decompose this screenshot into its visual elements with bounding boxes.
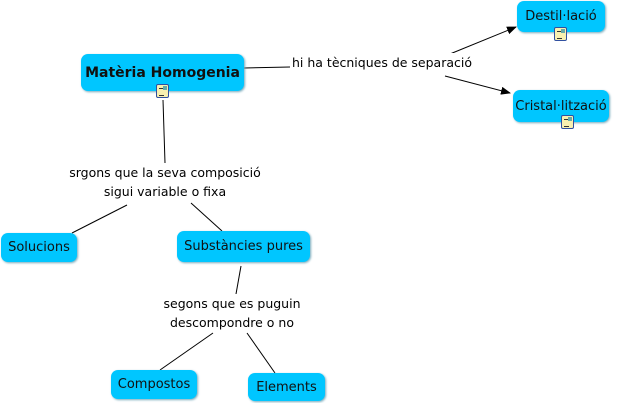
concept-label: Cristal·lització	[515, 98, 607, 114]
concept-substancies-pures[interactable]: Substàncies pures	[177, 231, 310, 262]
line	[246, 332, 276, 374]
document-icon[interactable]	[156, 84, 169, 98]
line	[162, 99, 166, 164]
line	[71, 204, 128, 234]
line	[190, 202, 223, 232]
link-text: srgons que la seva composició	[69, 165, 261, 180]
concept-compostos[interactable]: Compostos	[111, 370, 197, 399]
link-label-composicio[interactable]: srgons que la seva composició sigui vari…	[68, 163, 262, 201]
document-icon[interactable]	[561, 115, 574, 129]
concept-solucions[interactable]: Solucions	[1, 233, 77, 262]
link-label-descompondre[interactable]: segons que es puguin descompondre o no	[160, 294, 304, 332]
concept-label: Destil·lació	[525, 9, 597, 24]
link-text: sigui variable o fixa	[103, 184, 227, 199]
link-text: descompondre o no	[170, 315, 294, 330]
concept-label: Substàncies pures	[184, 239, 303, 254]
concept-destilacio[interactable]: Destil·lació	[517, 1, 605, 32]
arrow-to-cristal	[444, 75, 511, 95]
concept-label: Elements	[256, 379, 317, 395]
line	[159, 332, 214, 371]
arrow-to-destilacio	[444, 26, 517, 57]
line	[243, 66, 291, 69]
link-text: segons que es puguin	[163, 296, 301, 311]
concept-label: Compostos	[117, 377, 191, 392]
line	[235, 265, 242, 295]
link-label-separacio[interactable]: hi ha tècniques de separació	[292, 53, 473, 72]
document-icon[interactable]	[554, 27, 567, 41]
link-text: hi ha tècniques de separació	[292, 55, 473, 70]
concept-label: Solucions	[8, 240, 70, 255]
concept-materia-homogenia[interactable]: Matèria Homogenia	[81, 54, 244, 91]
concept-label: Matèria Homogenia	[85, 64, 240, 81]
concept-elements[interactable]: Elements	[248, 373, 325, 401]
